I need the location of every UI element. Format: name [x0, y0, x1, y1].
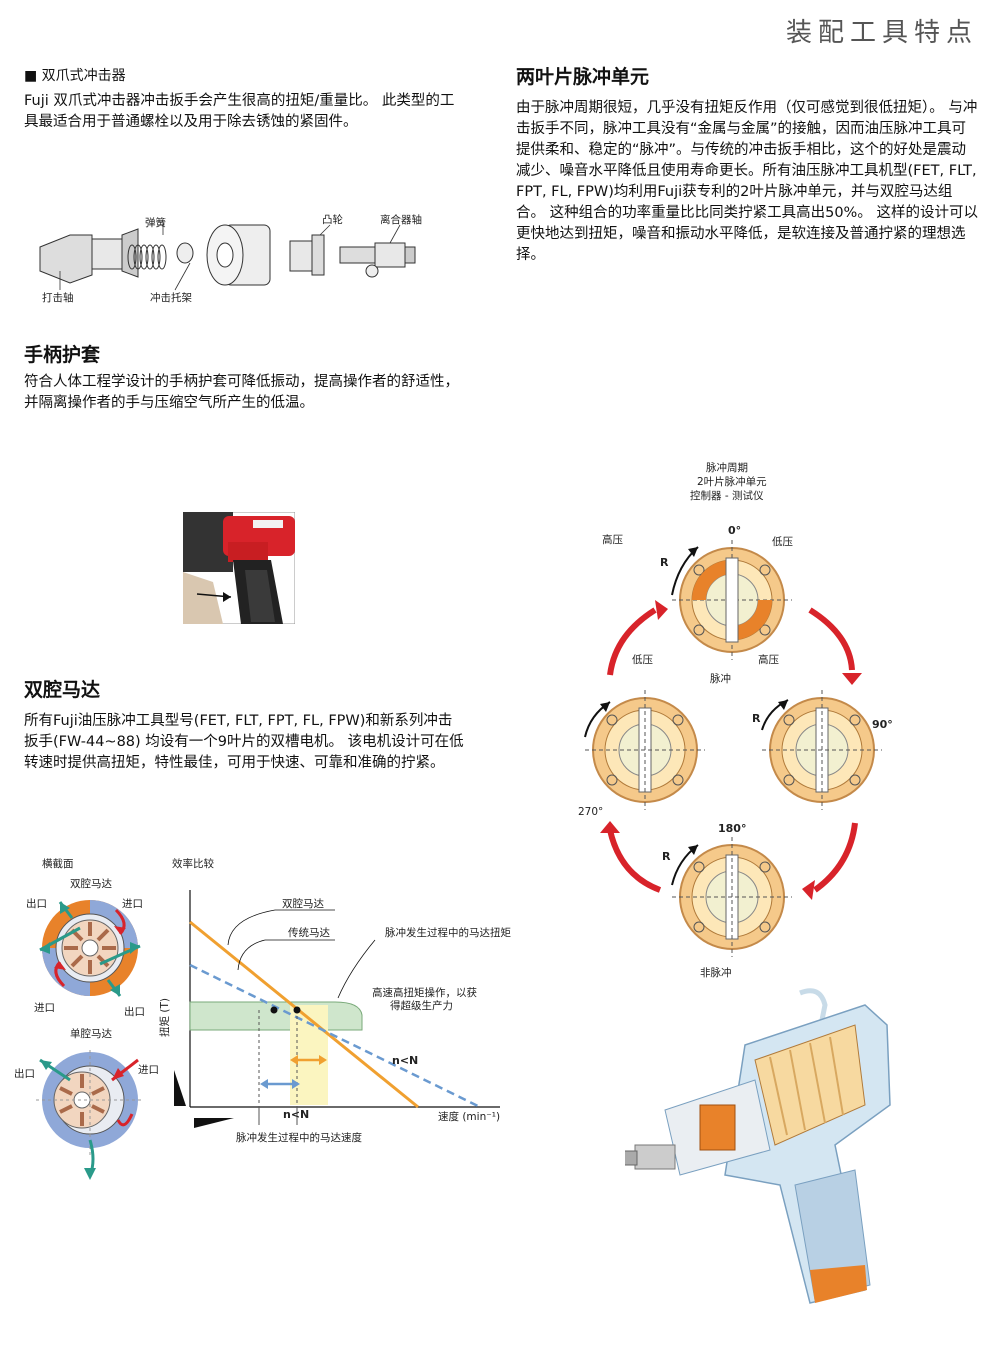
hammer-cage-label: 冲击托架	[150, 292, 192, 304]
clutch-shaft-part	[339, 242, 416, 278]
motor-body: 所有Fuji油压脉冲工具型号(FET, FLT, FPT, FL, FPW)和新…	[24, 713, 464, 771]
r-label-180: R	[662, 850, 671, 863]
chart-title: 效率比较	[172, 858, 214, 870]
pulse-heading: 两叶片脉冲单元	[516, 66, 650, 88]
cycle-unit-0deg	[671, 539, 793, 661]
motor-heading: 双腔马达	[24, 679, 101, 701]
cycle-arrow-270-to-0	[607, 607, 657, 676]
y-axis-arrow	[174, 1070, 186, 1106]
no-pulse-label: 非脉冲	[700, 967, 732, 979]
cycle-arrow-180-to-270	[607, 829, 662, 893]
series-twin-motor-label: 双腔马达	[282, 898, 324, 910]
low-pressure-label-top: 低压	[772, 536, 793, 548]
single-inlet-label: 进口	[138, 1064, 159, 1076]
cycle-caption-line2: 2叶片脉冲单元	[697, 476, 767, 488]
twin-inlet-bottom-label: 进口	[34, 1002, 55, 1014]
twin-inlet-top-label: 进口	[122, 898, 143, 910]
chart-y-label: 扭矩 (T)	[158, 998, 171, 1037]
claw-body: Fuji 双爪式冲击器冲击扳手会产生很高的扭矩/重量比。 此类型的工具最适合用于…	[24, 93, 455, 130]
hammer-cage-part	[206, 224, 271, 286]
r-label-90: R	[752, 712, 761, 725]
x-axis-arrow	[194, 1118, 234, 1128]
grip-body: 符合人体工程学设计的手柄护套可降低振动，提高操作者的舒适性，并隔离操作者的手与压…	[24, 374, 459, 411]
pulse-label: 脉冲	[710, 673, 731, 685]
series-twin-motor-line	[189, 920, 419, 1109]
anvil-part	[39, 228, 139, 284]
high-pressure-label-top: 高压	[602, 534, 623, 546]
cycle-arrow-0-to-90	[808, 607, 855, 671]
angle-0-label: 0°	[728, 524, 742, 537]
cycle-caption-line1: 脉冲周期	[706, 462, 748, 474]
single-motor-label: 单腔马达	[70, 1028, 112, 1040]
twin-motor-cross-section	[39, 900, 141, 997]
motor-speed-annotation: 脉冲发生过程中的马达速度	[236, 1132, 362, 1144]
single-motor-cross-section	[36, 1050, 144, 1180]
chart-x-label: 速度 (min⁻¹)	[438, 1111, 501, 1123]
motor-torque-annotation: 脉冲发生过程中的马达扭矩	[385, 927, 511, 939]
pulse-body: 由于脉冲周期很短，几乎没有扭矩反作用（仅可感觉到很低扭矩）。 与冲击扳手不同，脉…	[516, 100, 978, 263]
pulse-tool-cutaway-illustration	[625, 988, 891, 1304]
high-speed-annotation-line1: 高速高扭矩操作，以获	[372, 987, 477, 999]
low-pressure-label-bottom: 低压	[632, 654, 653, 666]
anvil-label: 打击轴	[42, 292, 74, 304]
high-speed-annotation-line2: 得超级生产力	[390, 1000, 453, 1012]
twin-motor-label: 双腔马达	[70, 878, 112, 890]
cycle-caption-line3: 控制器 - 测试仪	[690, 490, 764, 502]
twin-outlet-bottom-label: 出口	[124, 1006, 145, 1018]
grip-heading: 手柄护套	[24, 344, 101, 366]
n-lt-n-right-label: n<N	[392, 1054, 419, 1067]
twin-motor-point	[270, 1006, 278, 1014]
washer-part	[176, 242, 194, 264]
spring-label: 弹簧	[145, 217, 166, 229]
angle-180-label: 180°	[718, 822, 747, 835]
pulse-range-band	[290, 1005, 328, 1105]
cycle-unit-90deg	[761, 689, 883, 811]
page-title: 装配工具特点	[785, 18, 978, 48]
spring-part	[127, 244, 167, 270]
twin-outlet-top-label: 出口	[26, 898, 47, 910]
twin-claw-exploded-diagram	[39, 223, 416, 291]
angle-90-label: 90°	[872, 718, 893, 731]
series-conventional-motor-label: 传统马达	[288, 927, 330, 939]
angle-270-label: 270°	[578, 806, 604, 818]
clutch-shaft-label: 离合器轴	[380, 214, 422, 226]
series-conventional-motor-line	[189, 963, 481, 1109]
cross-section-title: 横截面	[42, 858, 74, 870]
efficiency-chart	[174, 890, 500, 1128]
conventional-motor-point	[293, 1006, 301, 1014]
cycle-unit-180deg	[671, 836, 793, 958]
grip-photo	[183, 512, 295, 624]
cam-label: 凸轮	[322, 214, 343, 226]
high-pressure-label-bottom: 高压	[758, 654, 779, 666]
r-label-0: R	[660, 556, 669, 569]
claw-heading: ■ 双爪式冲击器	[24, 68, 126, 84]
pulse-cycle-diagram	[584, 539, 883, 958]
n-lt-n-bottom-label: n<N	[283, 1108, 310, 1121]
single-outlet-label: 出口	[14, 1068, 35, 1080]
cam-part	[289, 234, 325, 276]
cycle-arrow-90-to-180	[813, 822, 858, 893]
